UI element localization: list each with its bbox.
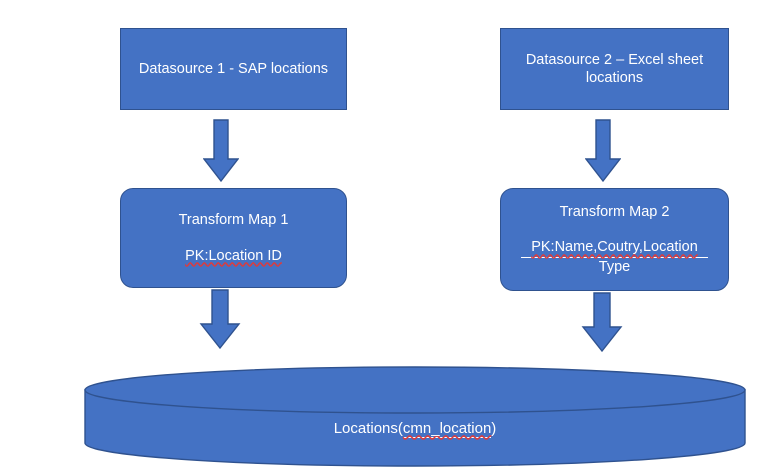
arrow-datasource2-to-transform-map2	[584, 119, 622, 183]
transform-map-2-title: Transform Map 2	[559, 204, 670, 221]
database-cylinder[interactable]: Locations( cmn_location)	[84, 366, 746, 467]
arrow-transform-map1-to-database	[199, 289, 241, 350]
arrow-transform-map2-to-database	[581, 292, 623, 353]
arrow-datasource1-to-transform-map1	[202, 119, 240, 183]
transform-map-1-box[interactable]: Transform Map 1 PK:Location ID	[120, 188, 347, 288]
transform-map-1-primary-key: PK:Location ID	[185, 247, 282, 264]
datasource-1-label: Datasource 1 - SAP locations	[138, 60, 329, 77]
transform-map-2-primary-key-line2: Type	[598, 258, 631, 275]
datasource-2-box[interactable]: Datasource 2 – Excel sheet locations	[500, 28, 729, 110]
datasource-2-label: Datasource 2 – Excel sheet locations	[525, 51, 704, 86]
transform-map-2-primary-key-line1: PK:Name,Coutry,Location	[521, 238, 708, 258]
transform-map-2-box[interactable]: Transform Map 2 PK:Name,Coutry,Location …	[500, 188, 729, 291]
transform-map-1-title: Transform Map 1	[178, 212, 289, 229]
datasource-1-box[interactable]: Datasource 1 - SAP locations	[120, 28, 347, 110]
